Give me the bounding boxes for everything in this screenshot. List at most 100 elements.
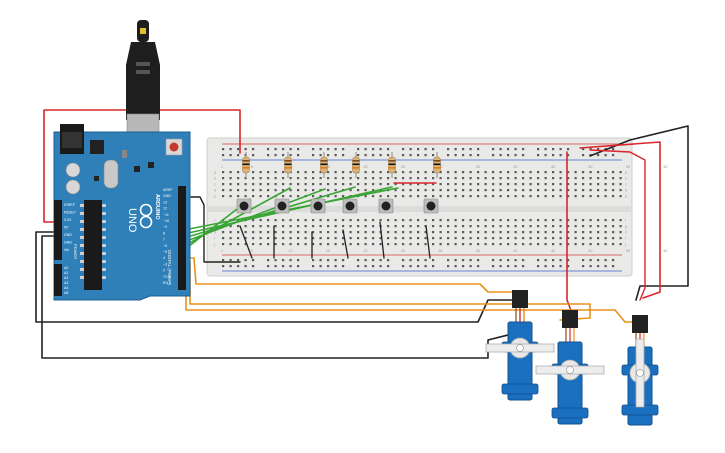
breadboard-hole (462, 225, 465, 228)
breadboard-row-letter: j (624, 243, 626, 247)
breadboard[interactable]: 1155101015152020252530303535404045455050… (206, 137, 668, 277)
breadboard-hole (492, 195, 495, 198)
breadboard-hole (312, 225, 315, 228)
breadboard-hole (432, 171, 435, 174)
breadboard-hole (544, 219, 547, 222)
breadboard-hole (537, 225, 540, 228)
servos[interactable] (485, 290, 659, 426)
breadboard-hole (447, 243, 450, 246)
breadboard-hole (304, 225, 307, 228)
arduino-power-pin-label: 5V (64, 226, 69, 230)
breadboard-hole (559, 189, 562, 192)
breadboard-hole (544, 237, 547, 240)
breadboard-hole (432, 195, 435, 198)
breadboard-hole (357, 154, 360, 157)
breadboard-hole (552, 237, 555, 240)
bb-jumper-5 (379, 221, 385, 259)
breadboard-hole (454, 237, 457, 240)
breadboard-hole (454, 225, 457, 228)
arduino-power-pin-label: RESET (64, 211, 77, 215)
breadboard-hole (342, 195, 345, 198)
breadboard-hole (372, 171, 375, 174)
breadboard-hole (319, 154, 322, 157)
breadboard-hole (297, 195, 300, 198)
breadboard-hole (297, 265, 300, 268)
breadboard-hole (597, 225, 600, 228)
breadboard-hole (259, 183, 262, 186)
breadboard-hole (529, 219, 532, 222)
breadboard-hole (417, 177, 420, 180)
breadboard-hole (447, 177, 450, 180)
breadboard-hole (454, 195, 457, 198)
breadboard-hole (612, 243, 615, 246)
breadboard-hole (417, 195, 420, 198)
breadboard-hole (364, 154, 367, 157)
breadboard-hole (567, 243, 570, 246)
breadboard-hole (604, 231, 607, 234)
pushbuttons[interactable] (236, 198, 439, 214)
breadboard-hole (499, 259, 502, 262)
arduino-power-pin-label: IOREF (64, 203, 76, 207)
breadboard-hole (297, 219, 300, 222)
analog-header (54, 264, 62, 296)
breadboard-hole (462, 243, 465, 246)
breadboard-hole (267, 259, 270, 262)
breadboard-hole (327, 225, 330, 228)
breadboard-hole (304, 243, 307, 246)
breadboard-hole (492, 237, 495, 240)
breadboard-hole (559, 171, 562, 174)
breadboard-hole (357, 219, 360, 222)
breadboard-hole (589, 171, 592, 174)
breadboard-hole (424, 219, 427, 222)
breadboard-hole (267, 148, 270, 151)
breadboard-hole (454, 189, 457, 192)
breadboard-hole (334, 177, 337, 180)
breadboard-hole (469, 259, 472, 262)
breadboard-col-number: 5 (251, 249, 253, 253)
resistors[interactable] (242, 152, 441, 178)
breadboard-hole (447, 195, 450, 198)
breadboard-hole (529, 189, 532, 192)
breadboard-hole (612, 265, 615, 268)
breadboard-hole (559, 231, 562, 234)
breadboard-hole (304, 189, 307, 192)
breadboard-hole (282, 225, 285, 228)
breadboard-hole (409, 177, 412, 180)
breadboard-hole (537, 171, 540, 174)
breadboard-hole (612, 237, 615, 240)
breadboard-hole (409, 189, 412, 192)
breadboard-hole (357, 231, 360, 234)
wire-button-2 (183, 187, 291, 247)
breadboard-hole (274, 225, 277, 228)
breadboard-hole (289, 219, 292, 222)
breadboard-hole (402, 243, 405, 246)
breadboard-col-number: 60 (664, 165, 668, 169)
breadboard-hole (574, 183, 577, 186)
breadboard-hole (342, 183, 345, 186)
breadboard-hole (589, 183, 592, 186)
arduino-uno[interactable]: ARDUINO UNO DIGITAL (PWM~) POWER IOREFRE… (53, 20, 191, 301)
breadboard-row-letter: j (213, 243, 215, 247)
breadboard-hole (357, 225, 360, 228)
breadboard-hole (597, 265, 600, 268)
breadboard-hole (567, 183, 570, 186)
breadboard-hole (447, 225, 450, 228)
breadboard-hole (274, 177, 277, 180)
breadboard-hole (282, 259, 285, 262)
breadboard-hole (484, 225, 487, 228)
breadboard-hole (409, 243, 412, 246)
breadboard-hole (327, 259, 330, 262)
breadboard-hole (507, 259, 510, 262)
breadboard-hole (402, 265, 405, 268)
breadboard-hole (567, 231, 570, 234)
breadboard-row-letter: f (214, 219, 215, 223)
arduino-digital-pin-label: 13 (163, 200, 167, 204)
breadboard-hole (582, 154, 585, 157)
breadboard-hole (394, 237, 397, 240)
breadboard-row-letter: b (625, 177, 627, 181)
breadboard-hole (589, 195, 592, 198)
breadboard-hole (357, 183, 360, 186)
wires (35, 109, 689, 359)
breadboard-hole (567, 195, 570, 198)
breadboard-hole (327, 195, 330, 198)
